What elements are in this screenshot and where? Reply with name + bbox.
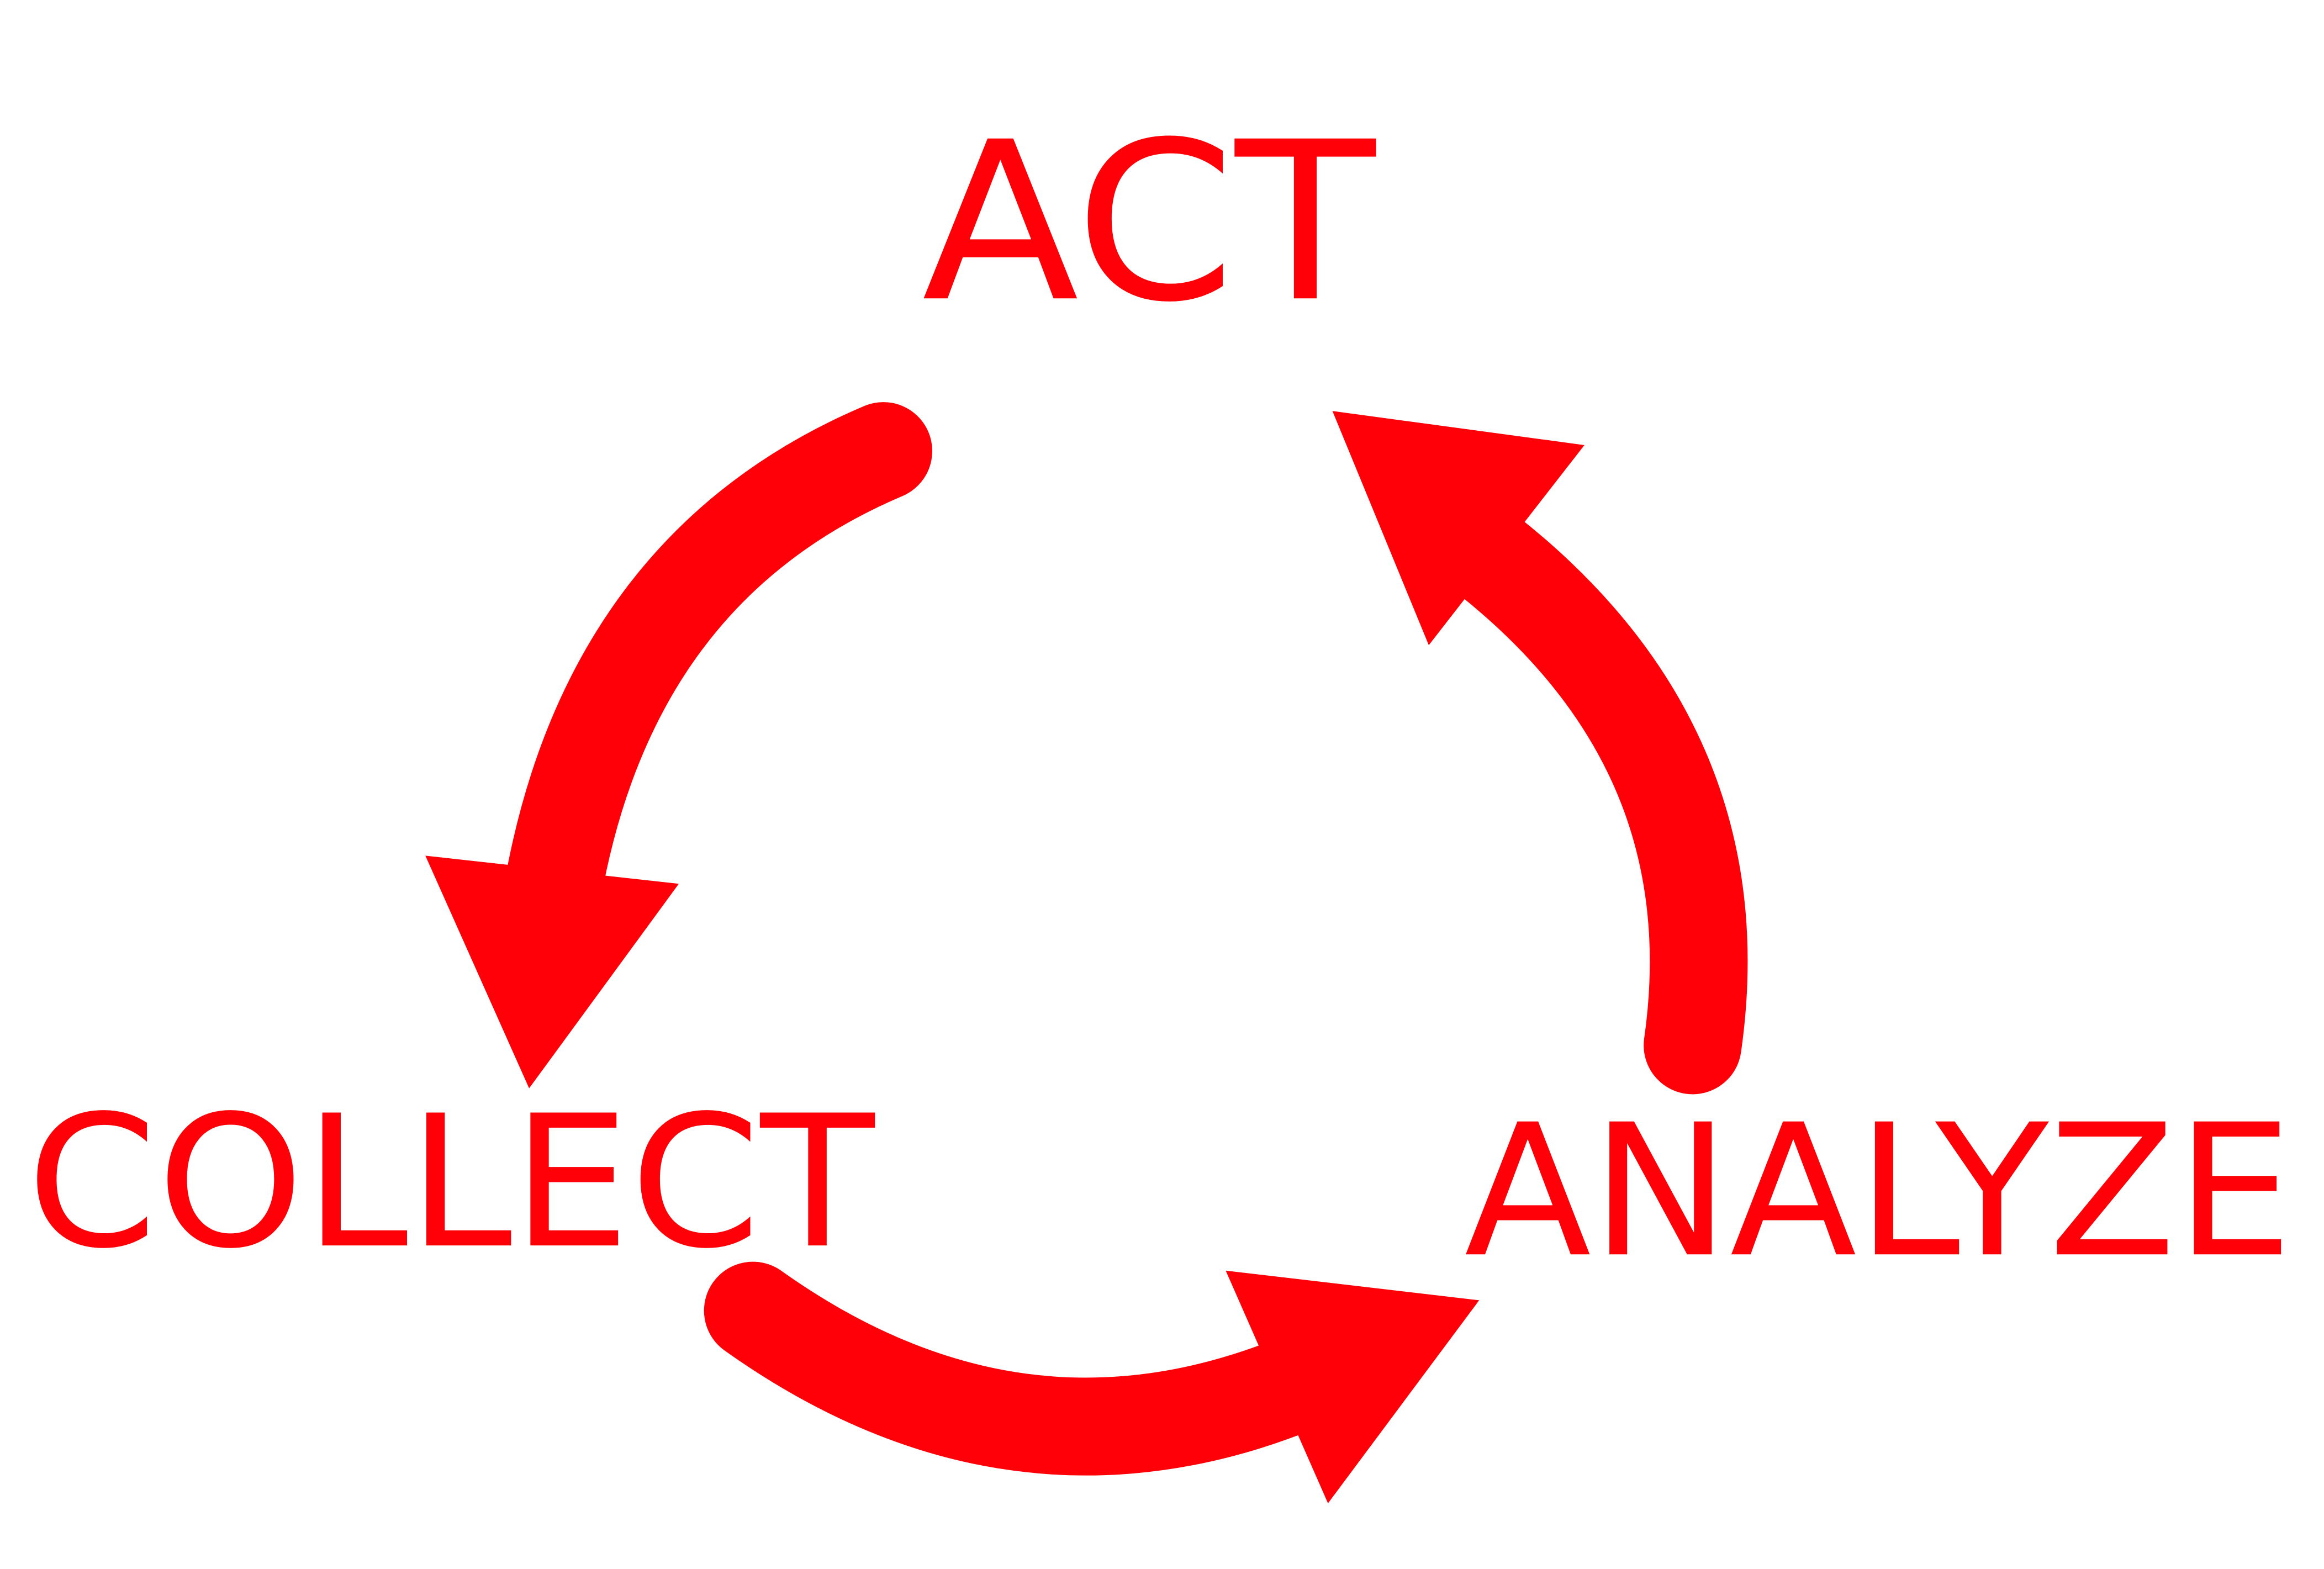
arrow-analyze-to-act [1332,411,1748,1095]
node-label-analyze: ANALYZE [1464,1085,2293,1297]
node-label-collect: COLLECT [27,1076,877,1288]
arrowhead [425,855,679,1089]
arrowhead [1332,411,1584,646]
node-label-act: ACT [922,94,1378,350]
arrow-shaft [504,402,933,939]
arrow-shaft [704,1261,1346,1476]
arrow-shaft [1411,485,1748,1095]
arrowhead [1226,1270,1480,1504]
arrow-act-to-collect [425,402,933,1089]
arrow-collect-to-analyze [704,1261,1480,1504]
